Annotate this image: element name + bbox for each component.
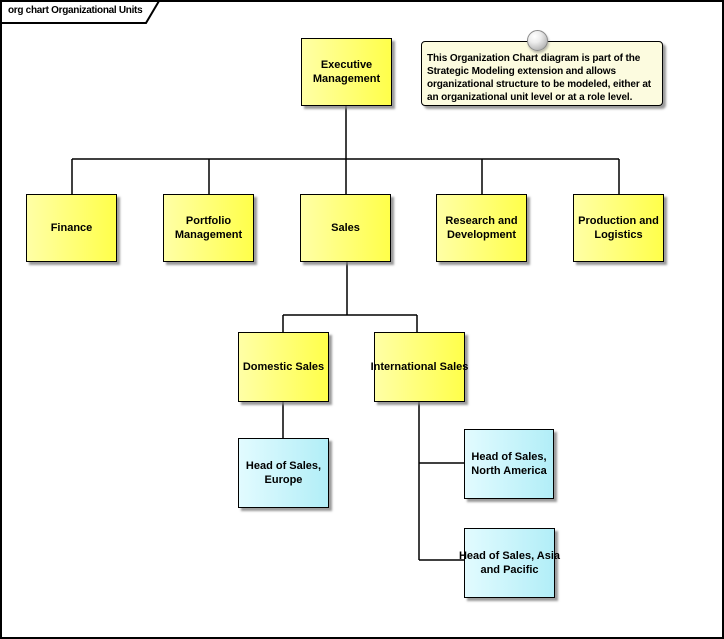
org-unit-production-and-logistics[interactable]: Production and Logistics [573, 194, 664, 262]
frame-tab-shape [2, 2, 160, 24]
node-label: Head of Sales, North America [471, 451, 547, 477]
org-unit-finance[interactable]: Finance [26, 194, 117, 262]
node-label: Production and Logistics [578, 215, 659, 241]
diagram-frame-tab: org chart Organizational Units [2, 2, 170, 26]
org-unit-sales[interactable]: Sales [300, 194, 391, 262]
org-unit-research-and-development[interactable]: Research and Development [436, 194, 527, 262]
node-label: International Sales [370, 361, 469, 373]
node-label: Head of Sales, Asia and Pacific [458, 550, 561, 576]
note-text: This Organization Chart diagram is part … [427, 53, 652, 103]
diagram-title: org chart Organizational Units [8, 5, 143, 16]
org-unit-domestic-sales[interactable]: Domestic Sales [238, 332, 329, 402]
node-label: Portfolio Management [174, 215, 243, 241]
node-label: Finance [50, 222, 93, 234]
node-label: Sales [331, 222, 360, 234]
org-unit-executive-management[interactable]: Executive Management [301, 38, 392, 106]
role-head-of-sales-asia-pacific[interactable]: Head of Sales, Asia and Pacific [459, 528, 560, 598]
node-label: Domestic Sales [242, 361, 325, 373]
node-label: Research and Development [445, 215, 518, 241]
node-label: Executive Management [312, 59, 381, 85]
pin-sphere-icon [527, 30, 548, 51]
node-label: Head of Sales, Europe [245, 460, 322, 486]
org-unit-portfolio-management[interactable]: Portfolio Management [163, 194, 254, 262]
role-head-of-sales-europe[interactable]: Head of Sales, Europe [238, 438, 329, 508]
note-annotation[interactable]: This Organization Chart diagram is part … [421, 41, 663, 106]
org-unit-international-sales[interactable]: International Sales [371, 332, 468, 402]
role-head-of-sales-north-america[interactable]: Head of Sales, North America [464, 429, 554, 499]
